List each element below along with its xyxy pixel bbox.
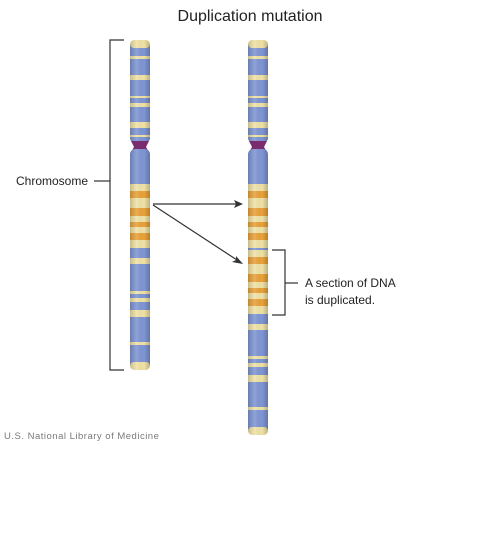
mutated-p-arm <box>248 40 268 143</box>
original-q-arm <box>130 149 150 370</box>
mutated-chromosome <box>248 40 268 435</box>
diagram-title: Duplication mutation <box>177 8 323 25</box>
credit-text: U.S. National Library of Medicine <box>4 431 160 442</box>
original-p-arm <box>130 40 150 143</box>
chromosome-label: Chromosome <box>16 174 89 188</box>
duplication-label-line2: is duplicated. <box>305 293 376 307</box>
duplication-arrows <box>152 200 243 264</box>
mutated-q-arm <box>248 149 268 435</box>
original-chromosome <box>130 40 150 370</box>
duplication-bracket <box>272 249 298 316</box>
chromosome-bracket <box>94 39 124 371</box>
duplication-label-line1: A section of DNA <box>305 276 396 290</box>
